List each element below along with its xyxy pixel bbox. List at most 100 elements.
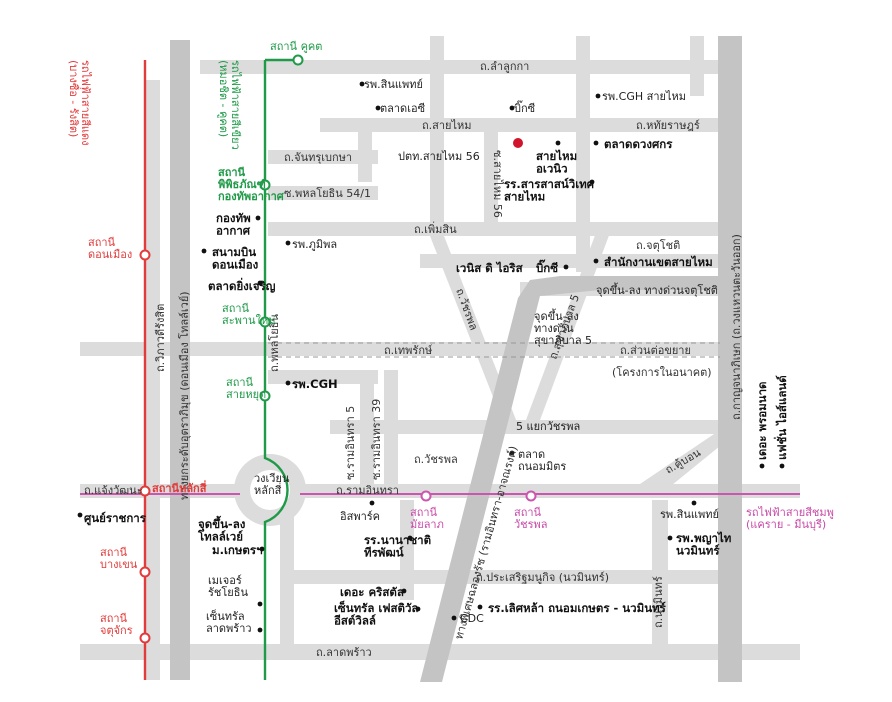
- station-saiyut-marker[interactable]: [259, 390, 271, 402]
- stations-saphan-mai: สถานีสะพานใหม่: [222, 302, 275, 327]
- rs_cgh_saimai-dot: [595, 93, 601, 99]
- station-bangkhen-marker[interactable]: [139, 566, 151, 578]
- the_promenade-dot: [759, 463, 765, 469]
- talat_yingcharoen-dot: [257, 280, 263, 286]
- roads-kanchana: ถ.กาญจนาภิเษก (ถ.วงแหวนตะวันออก): [730, 234, 743, 420]
- stations-mayalap: สถานีมัยลาภ: [410, 506, 444, 531]
- places-rs-phyathai: รพ.พญาไทนวมินทร์: [676, 531, 732, 558]
- station-airforce-marker[interactable]: [259, 179, 271, 191]
- roads-chaengwattana: ถ.แจ้งวัฒนะ: [84, 484, 143, 497]
- places-its-park: อิสพาร์ค: [340, 510, 380, 523]
- places-ptt-saimai56: ปตท.สายไหม 56: [398, 150, 480, 163]
- army-dot: [255, 215, 261, 221]
- roads-extension: ถ.ส่วนต่อขยาย: [620, 344, 691, 357]
- places-saimai-avenue: สายไหมอเวนิว: [536, 149, 577, 176]
- places-central-festival: เซ็นทรัล เฟสติวัลอีสต์วิลล์: [334, 600, 419, 628]
- stations-khukhot: สถานี คูคต: [270, 40, 322, 53]
- future-road: [268, 342, 720, 358]
- places-major: เมเจอร์รัชโยธิน: [208, 574, 248, 599]
- places-army: กองทัพอากาศ: [216, 211, 251, 238]
- places-cdc: CDC: [460, 612, 484, 625]
- rs_sinphaet-dot: [691, 500, 697, 506]
- central_ladprao-dot: [257, 627, 263, 633]
- stations-wacharapol-station: สถานีวัชรพล: [514, 506, 548, 531]
- places-talat-thanon: ตลาดถนอมมิตร: [518, 448, 566, 473]
- rs_sinphaet_top-dot: [359, 81, 365, 87]
- places-venice: เวนิส ดิ ไอริส: [456, 261, 524, 275]
- stations-sai-yut: สถานีสายหยุด: [226, 376, 266, 401]
- places-talat-ac: ตลาดเอซี: [380, 102, 426, 115]
- roads-navamin: ถ.นวมินทร์: [652, 576, 665, 628]
- cdc-dot: [451, 615, 457, 621]
- fashion_island-dot: [779, 463, 785, 469]
- stations-donmueang: สถานีดอนเมือง: [88, 236, 132, 261]
- roads-saimai: ถ.สายไหม: [422, 119, 472, 132]
- places-fashion-island: แฟชั่น ไอส์แลนด์: [773, 375, 789, 460]
- station-laksi-marker[interactable]: [139, 485, 151, 497]
- station-wacharapol-marker[interactable]: [525, 490, 537, 502]
- places-crystal: เดอะ คริสตัล: [340, 585, 404, 599]
- places-m-kaset: ม.เกษตรฯ: [212, 543, 263, 557]
- rs_cgh-dot: [285, 380, 291, 386]
- roads-chotichot: ถ.จตุโชติ: [636, 238, 680, 252]
- roads-chantharubeksa: ถ.จันทรุเบกษา: [284, 151, 352, 164]
- roads-ramintra39: ซ.รามอินทรา 39: [370, 399, 383, 480]
- talat_duangkamol-dot: [593, 140, 599, 146]
- places-exit-tollway: จุดขึ้น-ลงโทลล์เวย์: [197, 515, 246, 544]
- station-donmueang-marker[interactable]: [139, 249, 151, 261]
- roads-lamlukka: ถ.ลำลูกกา: [480, 60, 529, 73]
- m_kaset-dot: [259, 546, 265, 552]
- talat_ac-dot: [375, 105, 381, 111]
- places-circle: วงเวียนหลักสี่: [254, 472, 290, 497]
- places-government-center: ศูนย์ราชการ: [84, 511, 147, 526]
- places-rs-sinphaet-top: รพ.สินแพทย์: [364, 78, 423, 91]
- roads-saimai56: ซ.สายไหม 56: [491, 150, 504, 218]
- roads-theprak: ถ.เทพรักษ์: [384, 344, 433, 357]
- central_festival-dot: [415, 606, 421, 612]
- rs_phumiphol-dot: [285, 240, 291, 246]
- roads-ramintra: ถ.รามอินทรา: [336, 484, 399, 497]
- places-district-office: สำนักงานเขตสายไหม: [604, 255, 713, 269]
- lines-pink: รถไฟฟ้าสายสีชมพู(แคราย - มีนบุรี): [746, 506, 834, 531]
- places-school-saint: รร.เลิศหล้า ถนอมเกษตร - นวมินทร์: [488, 601, 667, 615]
- places-school-saraswat: รร.สารสาสน์วิเทศสายไหม: [504, 177, 595, 204]
- places-rs-phumiphol: รพ.ภูมิพล: [292, 238, 337, 251]
- roads-ramintra5: ซ.รามอินทรา 5: [344, 406, 357, 480]
- station-chatuchak-marker[interactable]: [139, 632, 151, 644]
- places-talat-yingcharoen: ตลาดยิ่งเจริญ: [208, 277, 276, 293]
- school_saraswat-dot: [589, 179, 595, 185]
- station-saphanmai-marker[interactable]: [259, 316, 271, 328]
- places-exit-chotichot: จุดขึ้น-ลง ทางด่วนจตุโชติ: [596, 282, 718, 297]
- school_saint-dot: [477, 604, 483, 610]
- places-bigc-mid: บิ๊กซี: [536, 259, 558, 275]
- district_office-dot: [593, 258, 599, 264]
- talat_thanon-dot: [509, 450, 515, 456]
- stations-chatuchak: สถานีจตุจักร: [100, 612, 133, 637]
- government_center-dot: [77, 512, 83, 518]
- stations-bang-khen: สถานีบางเขน: [100, 546, 138, 571]
- places-rs-cgh-saimai: รพ.CGH สายไหม: [602, 90, 686, 103]
- station-mayalap-marker[interactable]: [420, 490, 432, 502]
- places-exit-sukhapiban5: จุดขึ้น-ลงทางด่วนสุขาภิบาล 5: [534, 308, 592, 347]
- lines-red: รถไฟฟ้าสายสีแดง(บางซื่อ - รังสิต): [67, 60, 92, 146]
- station-khukhot-marker[interactable]: [292, 54, 304, 66]
- places-rs-sinphaet: รพ.สินแพทย์: [660, 508, 719, 521]
- places-bigc-top: บิ๊กซี: [514, 100, 536, 115]
- roads-wacharapol: ถ.วัชรพล: [414, 453, 458, 466]
- major-dot: [257, 601, 263, 607]
- roads-donmueang-tollway: ทางยกระดับอุตราภิมุข (ดอนเมือง โทลล์เวย์…: [177, 291, 191, 500]
- places-central-ladprao: เซ็นทรัลลาดพร้าว: [206, 609, 252, 635]
- bigc_top-dot: [509, 105, 515, 111]
- station-markers: [139, 54, 537, 644]
- stations-airforce-museum: สถานีพิพิธภัณฑ์กองทัพอากาศ: [218, 166, 285, 203]
- saimai_avenue-dot: [555, 140, 561, 146]
- roads-haruthai: ถ.หทัยราษฎร์: [636, 119, 700, 132]
- stations-laksi: สถานีหลักสี่: [152, 480, 207, 495]
- its_park-dot: [369, 500, 375, 506]
- location-pin[interactable]: [513, 138, 523, 148]
- laksi-circle-center: [250, 470, 290, 510]
- roads-phahol: ถ.พหลโยธิน: [267, 314, 281, 372]
- places-talat-duangkamol: ตลาดดวงศกร: [604, 137, 673, 151]
